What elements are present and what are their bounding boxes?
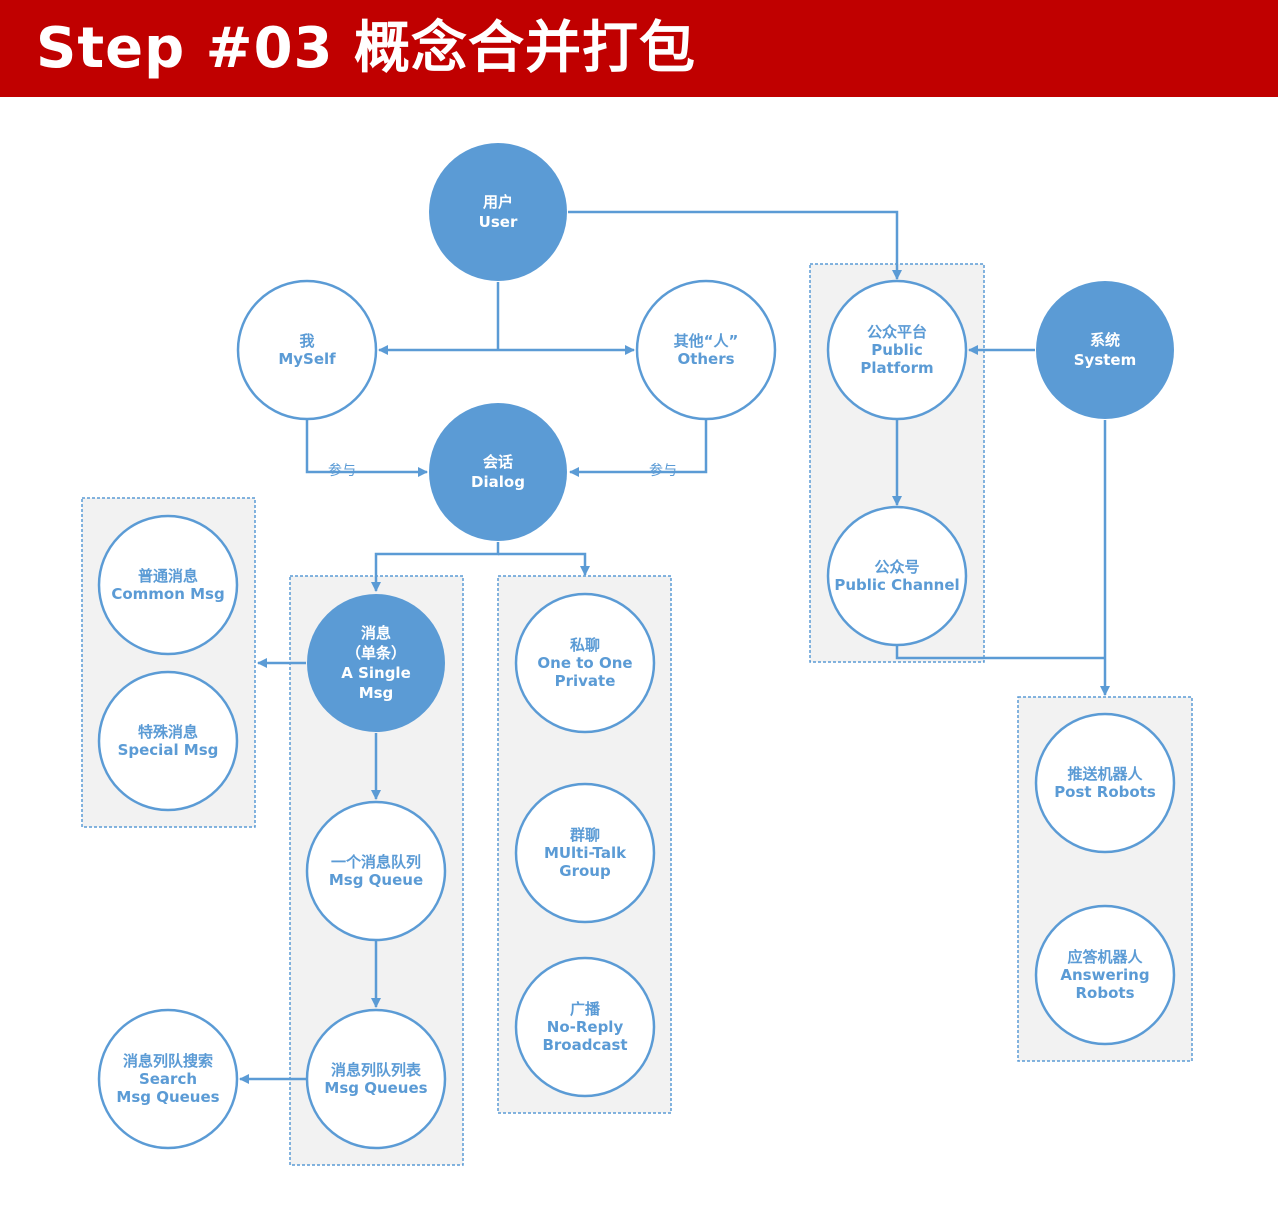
node-label: 公众号 [874,558,919,576]
node-label: 我 [299,332,314,350]
node-label: 广播 [570,1000,601,1018]
node-label: 消息列队列表 [331,1061,422,1079]
node-label: Msg Queue [329,871,423,889]
node-label: Public [871,341,923,359]
node-dialog: 会话 Dialog [429,403,567,541]
node-label: 应答机器人 [1067,948,1143,966]
node-system: 系统 System [1036,281,1174,419]
node-circle [305,1008,447,1150]
node-label: Special Msg [118,741,219,759]
node-circle [1034,904,1176,1046]
page-title: Step #03 概念合并打包 [36,16,697,81]
edge-label-participate: 参与 [649,462,677,479]
node-label: 特殊消息 [138,723,198,741]
node-label: Private [555,672,616,690]
node-circle [635,279,777,421]
node-label: 一个消息队列 [331,853,421,871]
node-circle [305,800,447,942]
node-label: One to One [537,654,632,672]
node-label: 私聊 [569,636,600,654]
node-circle [97,1008,239,1150]
node-label: 会话 [483,453,513,471]
node-label: System [1074,351,1136,369]
node-label: Group [559,862,611,880]
node-user: 用户 User [429,143,567,281]
node-circle [236,279,378,421]
node-label: Post Robots [1054,783,1156,801]
connector-arrow [895,645,1105,660]
node-circle [826,279,968,421]
node-label: 其他“人” [674,332,739,350]
node-label: Broadcast [542,1036,627,1054]
node-label: Answering [1060,966,1149,984]
node-label: MUlti-Talk [544,844,627,862]
connector-arrow [568,210,902,280]
node-circle [514,956,656,1098]
node-circle [97,670,239,812]
node-label: 群聊 [570,826,600,844]
node-label: Msg Queues [324,1079,427,1097]
node-label: 系统 [1090,331,1120,349]
node-circle [514,782,656,924]
node-label: 消息 [361,624,391,642]
node-label: 推送机器人 [1067,765,1143,783]
node-others: 其他“人”Others [635,279,777,421]
title-banner: Step #03 概念合并打包 [0,0,1278,97]
node-circle [429,403,567,541]
node-label: Others [677,350,734,368]
node-circle [1036,281,1174,419]
node-circle [307,594,445,732]
node-circle [1034,712,1176,854]
node-label: 用户 [483,193,513,211]
node-label: Public Channel [834,576,959,594]
node-label: Msg [359,684,394,702]
node-label: Search [139,1070,197,1088]
node-label: Platform [860,359,933,377]
node-label: A Single [341,664,411,682]
node-label: 消息列队搜索 [123,1052,213,1070]
connector-arrow [379,282,500,350]
node-label: 普通消息 [138,567,198,585]
node-label: User [479,213,518,231]
connector-arrow [371,542,500,592]
node-label: MySelf [278,350,336,368]
connector-arrow [569,420,708,477]
node-label: Dialog [471,473,525,491]
node-label: （单条） [346,644,406,662]
node-circle [826,505,968,647]
node-circle [97,514,239,656]
node-label: Common Msg [111,585,224,603]
node-circle [514,592,656,734]
node-label: Robots [1076,984,1135,1002]
node-label: Msg Queues [116,1088,219,1106]
node-label: 公众平台 [867,323,927,341]
connector-arrow [498,552,590,576]
node-circle [429,143,567,281]
node-label: No-Reply [547,1018,624,1036]
connector-arrow [305,420,428,477]
edge-label-participate: 参与 [328,462,356,479]
